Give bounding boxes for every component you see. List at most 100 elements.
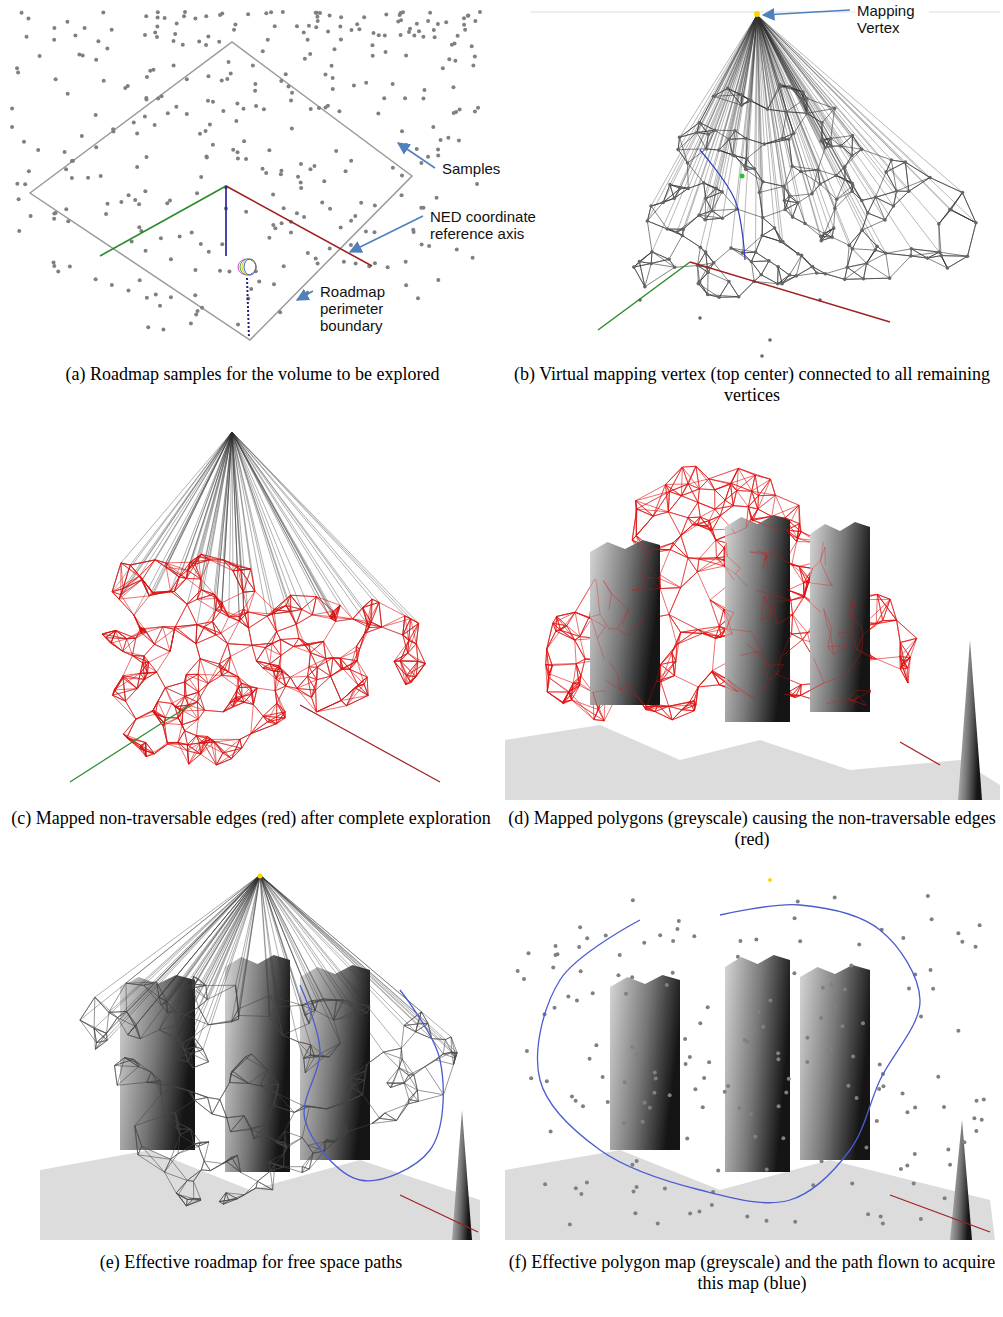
sample-point: [721, 216, 725, 220]
sample-point: [702, 181, 706, 185]
roadmap-edge: [714, 248, 731, 263]
sample-point: [306, 251, 310, 255]
sample-point: [946, 266, 950, 270]
sample-point: [29, 214, 33, 218]
sample-point: [444, 20, 448, 24]
sample-point: [146, 325, 150, 329]
sample-point: [193, 17, 197, 21]
sample-point: [127, 193, 131, 197]
sample-point: [64, 167, 68, 171]
sample-point: [314, 25, 318, 29]
sample-point: [787, 137, 791, 141]
sample-point: [373, 261, 377, 265]
sample-point: [400, 129, 404, 133]
sample-point: [706, 293, 710, 297]
sample-point: [453, 41, 457, 45]
sample-point: [110, 283, 114, 287]
sample-point: [193, 268, 197, 272]
sample-point: [850, 181, 854, 185]
sample-point: [126, 288, 130, 292]
sample-point: [349, 243, 353, 247]
sample-point: [821, 138, 825, 142]
sample-point: [197, 40, 201, 44]
roadmap-edge: [852, 136, 861, 150]
sample-point: [462, 23, 466, 27]
sample-point: [698, 316, 702, 320]
sample-point: [453, 59, 457, 63]
sample-point: [446, 136, 450, 140]
sample-point: [750, 260, 754, 264]
sample-point: [435, 196, 439, 200]
sample-point: [169, 257, 173, 261]
sample-point: [135, 165, 139, 169]
sample-point: [785, 110, 789, 114]
sample-point: [137, 225, 141, 229]
sample-point: [308, 167, 312, 171]
sample-point: [888, 276, 892, 280]
sample-point: [791, 215, 795, 219]
mapping-edge: [195, 432, 232, 564]
sample-point: [233, 22, 237, 26]
roadmap-edge: [862, 220, 885, 230]
sample-point-group: [10, 10, 482, 331]
sample-point: [371, 31, 375, 35]
sample-point: [200, 306, 204, 310]
sample-point: [208, 122, 212, 126]
sample-point: [111, 129, 115, 133]
sample-point: [649, 262, 653, 266]
sample-point: [824, 272, 828, 276]
sample-point: [236, 157, 240, 161]
mapping-edge: [232, 432, 379, 602]
sample-point: [231, 148, 235, 152]
mapping-edge-group: [112, 432, 418, 625]
sample-point: [156, 96, 160, 100]
sample-point: [779, 85, 783, 89]
sample-point: [643, 285, 647, 289]
sample-point: [26, 16, 30, 20]
sample-point: [760, 234, 764, 238]
sample-point: [377, 33, 381, 37]
sample-point: [261, 49, 265, 53]
sample-point: [874, 248, 878, 252]
sample-point: [404, 260, 408, 264]
sample-point: [161, 327, 165, 331]
sample-point: [332, 47, 336, 51]
roadmap-edge: [719, 282, 729, 298]
sample-point: [15, 66, 19, 70]
sample-point: [296, 175, 300, 179]
sample-point: [81, 53, 85, 57]
sample-point: [698, 121, 702, 125]
sample-point: [264, 11, 268, 15]
roadmap-edge: [652, 252, 675, 268]
sample-point: [349, 159, 353, 163]
sample-point: [299, 186, 303, 190]
sample-point: [666, 227, 670, 231]
roadmap-edge: [634, 252, 652, 267]
roadmap-edge: [706, 149, 719, 150]
sample-point: [153, 30, 157, 34]
sample-point: [632, 265, 636, 269]
sample-point: [314, 11, 318, 15]
sample-point: [753, 167, 757, 171]
sample-point: [399, 18, 403, 22]
sample-point: [220, 11, 224, 15]
sample-point: [94, 58, 98, 62]
sample-point: [27, 169, 31, 173]
sample-point: [158, 304, 162, 308]
sample-point: [172, 63, 176, 67]
sample-point: [16, 70, 20, 74]
sample-point: [331, 87, 335, 91]
sample-point: [86, 176, 90, 180]
path-trace: [247, 278, 249, 338]
mapping-edge: [757, 15, 962, 193]
sample-point: [790, 164, 794, 168]
sample-point: [273, 24, 277, 28]
sample-point: [172, 39, 176, 43]
sample-point: [362, 15, 366, 19]
roadmap-edge: [652, 252, 669, 260]
sample-point: [182, 14, 186, 18]
sample-point: [884, 170, 888, 174]
blocked-edge: [222, 592, 243, 602]
sample-point: [308, 52, 312, 56]
sample-point: [427, 244, 431, 248]
